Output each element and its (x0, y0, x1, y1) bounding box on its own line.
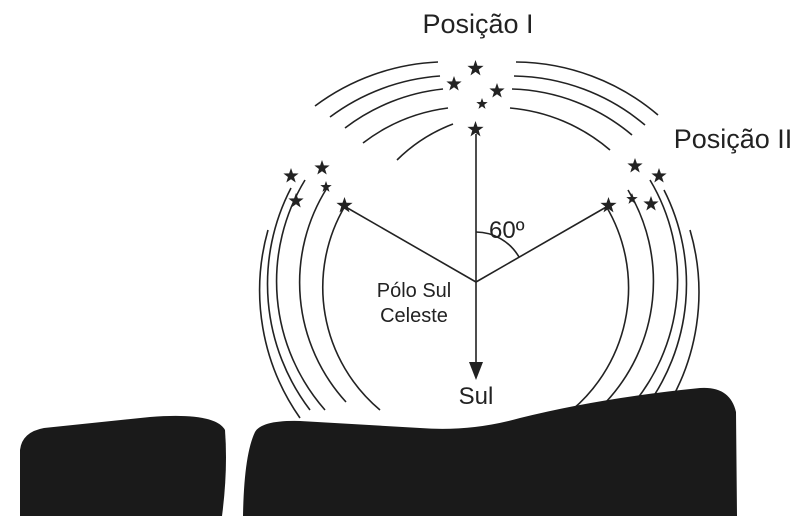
trail-arc-r222-right (661, 229, 700, 416)
angle-arc (475, 231, 520, 258)
star-icon (643, 196, 659, 211)
position-1-label: Posição I (422, 9, 533, 39)
trail-arc-r160-top (396, 123, 454, 161)
trail-arc-r222-left (258, 229, 301, 419)
angle-label: 60º (489, 217, 525, 244)
star-icon (476, 98, 488, 109)
trail-arc-r195-right (627, 179, 679, 411)
star-icon (467, 60, 484, 76)
ground-left-block (20, 415, 226, 516)
trail-arc-r208-left (266, 187, 311, 411)
trail-arc-r177-right (605, 189, 655, 403)
trail-arc-r208-right (643, 189, 688, 411)
arrow-down-icon (469, 362, 483, 380)
trail-arc-r208-topright (513, 75, 646, 126)
trail-arc-r160-left (322, 205, 381, 411)
star-icon (288, 193, 304, 208)
star-icon (283, 168, 299, 183)
trail-arc-r160-right (571, 205, 630, 411)
trail-arc-r195-left (275, 179, 326, 411)
ground-right-block (243, 387, 737, 516)
pole-label-line1: Pólo Sul (377, 280, 452, 302)
star-icon (651, 168, 667, 183)
pole-radials (343, 134, 609, 364)
pole-label-line2: Celeste (380, 305, 448, 327)
position-2-label: Posição II (674, 124, 793, 154)
trail-arc-r222-topright (515, 61, 659, 116)
trail-arc-r177-topright (509, 107, 611, 151)
trail-arc-r195-top (344, 88, 444, 129)
star-icon (489, 83, 505, 98)
star-icon (627, 158, 643, 173)
radial-left (343, 205, 477, 283)
star-icon (314, 160, 330, 175)
trail-arc-r177-top (362, 107, 449, 144)
star-icon (446, 76, 462, 91)
trail-arc-r222-top (314, 61, 439, 107)
star-icon (626, 193, 638, 204)
trail-arc-r177-left (298, 187, 347, 403)
trail-arc-r208-top (329, 75, 441, 118)
trail-arc-r195-topright (511, 88, 633, 136)
star-trail-arcs (258, 61, 700, 419)
ground-silhouette (20, 387, 737, 516)
south-label: Sul (459, 383, 494, 410)
radial-right (475, 205, 609, 283)
